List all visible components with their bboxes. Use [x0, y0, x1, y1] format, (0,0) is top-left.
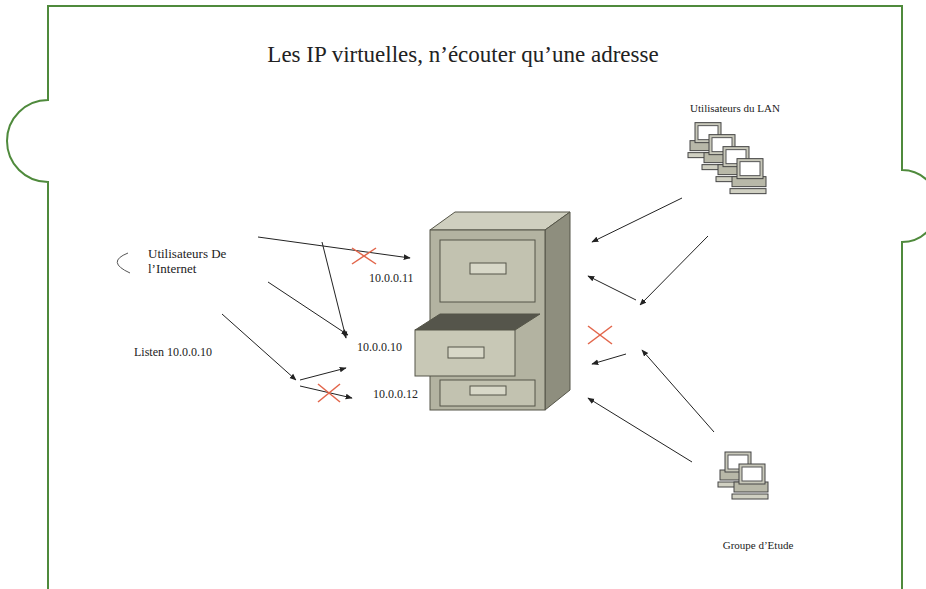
cloud-shape: Utilisateurs De l’Internet — [110, 218, 282, 314]
puzzle-frame — [7, 6, 926, 589]
group-label: Utilisateurs du LAN — [690, 102, 780, 115]
ip-address: 10.0.0.10 — [356, 341, 403, 355]
listen-note: Listen 10.0.0.10 — [133, 346, 213, 360]
arrows — [222, 198, 714, 462]
cloud-label: Utilisateurs De l’Internet — [148, 247, 244, 277]
diagram-title: Les IP virtuelles, n’écouter qu’une adre… — [0, 42, 926, 68]
ip-address: 10.0.0.11 — [368, 272, 415, 286]
computer-icons — [660, 102, 810, 222]
filing-cabinet — [415, 212, 570, 410]
computer-group: Utilisateurs du LAN — [660, 102, 810, 222]
ip-address: 10.0.0.12 — [372, 388, 419, 402]
computer-icons — [690, 452, 810, 552]
blocked-mark — [318, 248, 612, 402]
computer-group: Groupe d’Etude — [690, 452, 810, 552]
group-label: Groupe d’Etude — [723, 539, 794, 552]
